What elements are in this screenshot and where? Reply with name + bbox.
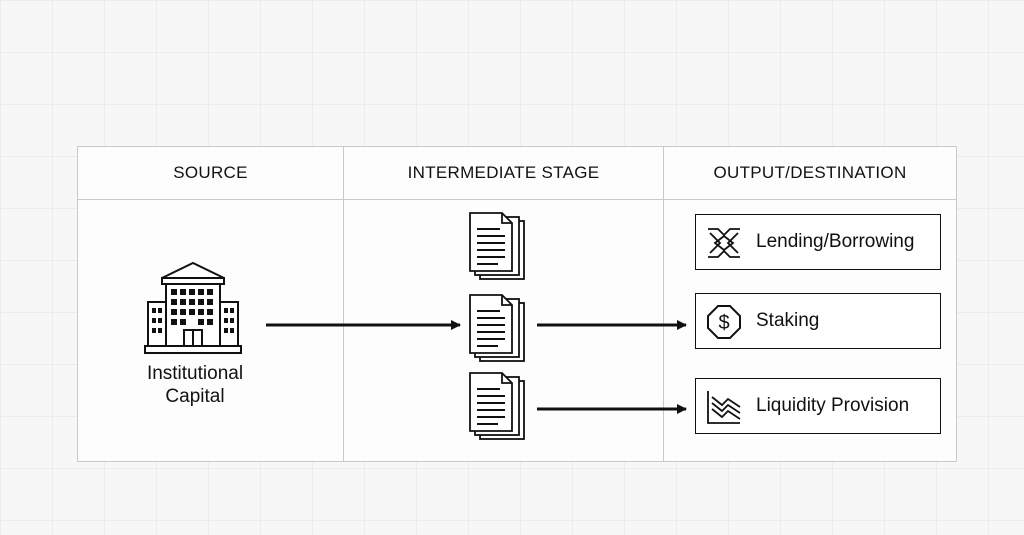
source-label: Institutional Capital (125, 362, 265, 408)
liquidity-wave-icon (707, 391, 741, 424)
output-staking: $ Staking (695, 293, 941, 349)
output-lending-borrowing: Lending/Borrowing (695, 214, 941, 270)
column-divider (663, 147, 664, 461)
document-stack-icon (469, 212, 525, 280)
source-label-line1: Institutional (146, 363, 244, 384)
output-label: Liquidity Provision (756, 395, 910, 416)
output-label: Lending/Borrowing (756, 231, 915, 252)
column-header-intermediate: INTERMEDIATE STAGE (407, 163, 600, 182)
svg-text:$: $ (718, 312, 729, 334)
column-header-source: SOURCE (173, 163, 248, 182)
column-divider (343, 147, 344, 461)
bank-building-icon (144, 261, 242, 354)
source-label-line2: Capital (165, 386, 225, 407)
header-row (78, 147, 956, 200)
output-label: Staking (756, 310, 820, 331)
column-header-output: OUTPUT/DESTINATION (713, 163, 907, 182)
output-liquidity-provision: Liquidity Provision (695, 378, 941, 434)
document-stack-icon (469, 294, 525, 362)
document-stack-icon (469, 372, 525, 440)
dollar-octagon-icon: $ (707, 305, 741, 339)
lending-exchange-icon (708, 228, 740, 258)
